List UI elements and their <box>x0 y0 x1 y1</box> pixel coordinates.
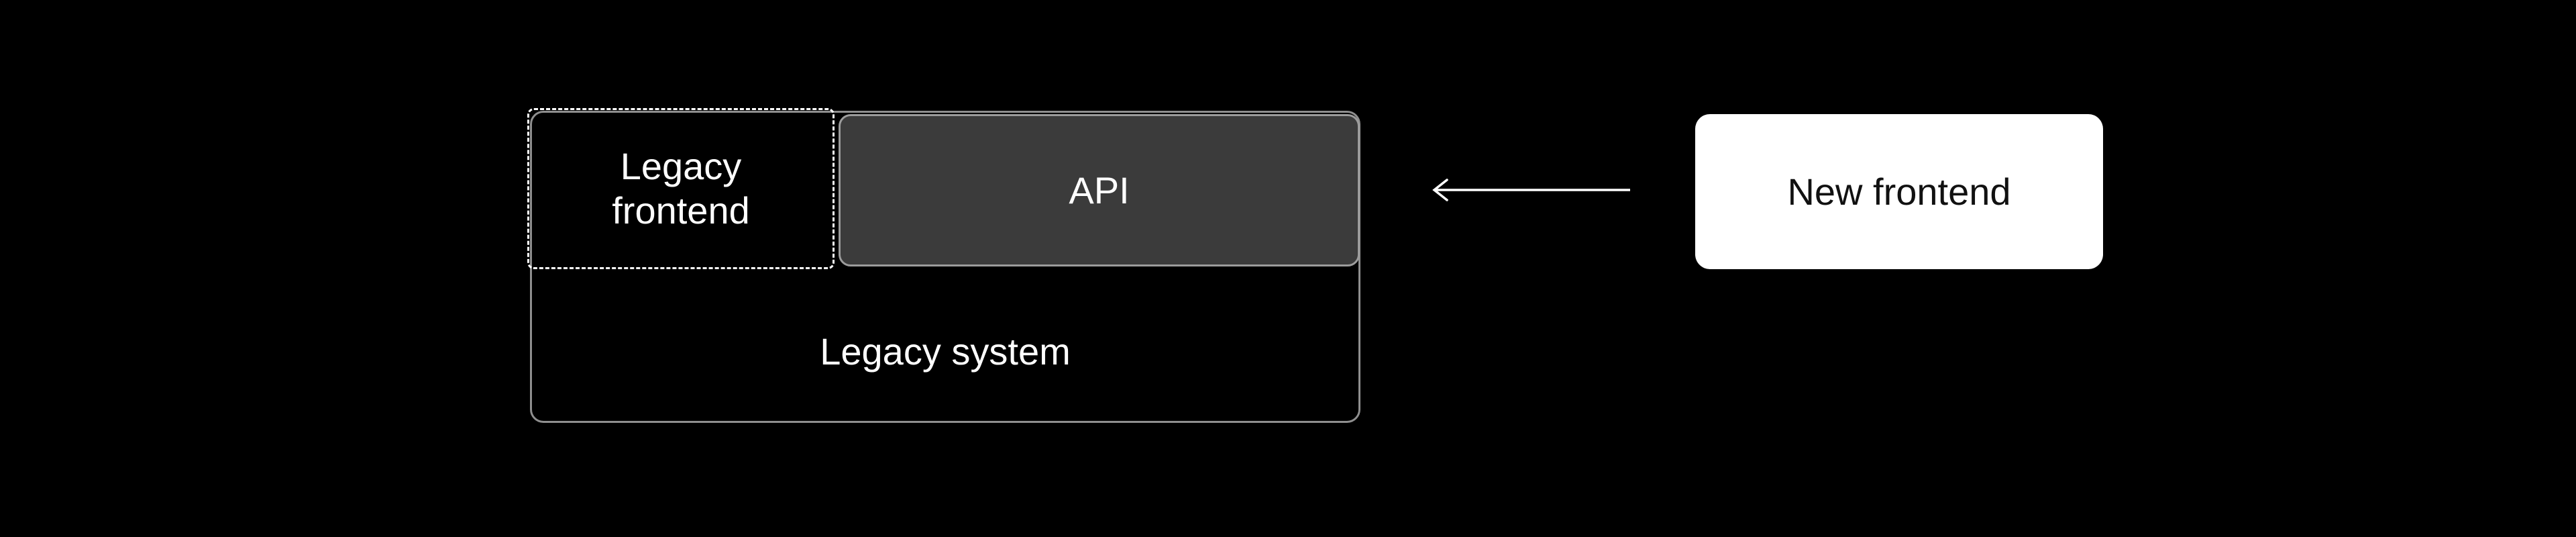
legacy-frontend-label-line1: Legacy <box>620 145 742 187</box>
new-frontend-box: New frontend <box>1695 114 2103 269</box>
legacy-system-label-wrap: Legacy system <box>820 267 1071 421</box>
new-frontend-label: New frontend <box>1787 170 2011 213</box>
arrow-left-icon <box>1432 179 1630 201</box>
legacy-frontend-label-line2: frontend <box>612 189 750 232</box>
legacy-system-label: Legacy system <box>820 330 1071 373</box>
api-box: API <box>839 114 1360 266</box>
legacy-frontend-box: Legacy frontend <box>527 108 835 269</box>
api-label: API <box>1069 168 1130 211</box>
